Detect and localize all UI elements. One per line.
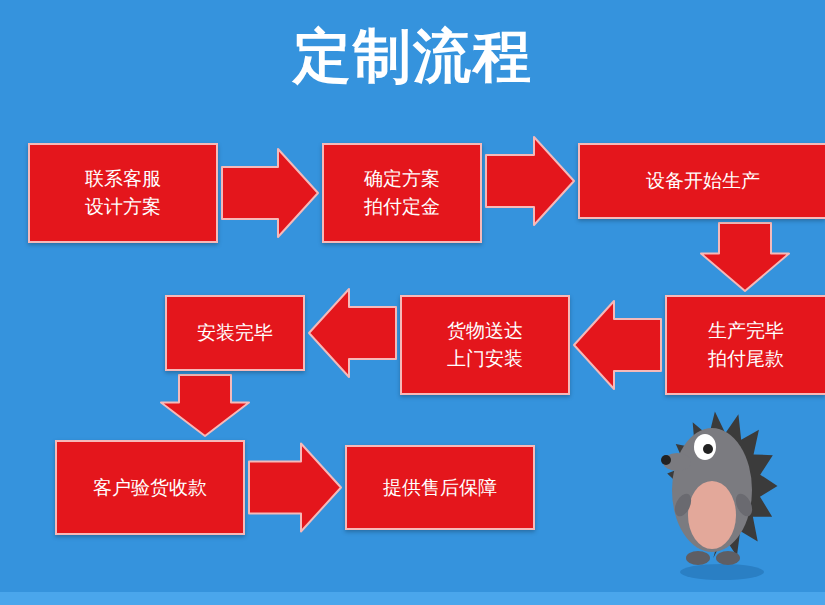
hedgehog-foot <box>686 551 710 565</box>
flow-arrow <box>486 137 574 225</box>
step-text: 联系客服 设计方案 <box>81 165 165 220</box>
step-text: 提供售后保障 <box>383 474 497 502</box>
hedgehog-arm <box>733 491 756 519</box>
flow-arrow <box>574 301 661 389</box>
diagram-title: 定制流程 <box>0 18 825 96</box>
flow-arrow <box>701 223 789 291</box>
step-text: 货物送达 上门安装 <box>443 317 527 372</box>
hedgehog-nose <box>661 455 671 465</box>
hedgehog-belly <box>688 481 736 549</box>
step-text: 设备开始生产 <box>646 167 760 195</box>
hedgehog-foot <box>716 551 740 565</box>
process-box: 联系客服 设计方案 <box>28 143 218 243</box>
hedgehog-shadow <box>680 564 764 580</box>
process-box: 货物送达 上门安装 <box>400 295 570 395</box>
step-text: 生产完毕 拍付尾款 <box>704 317 788 372</box>
flow-arrow <box>222 149 318 237</box>
hedgehog-arm <box>672 491 695 519</box>
hedgehog-eye <box>694 434 716 460</box>
hedgehog-pupil <box>703 444 713 454</box>
flow-arrow <box>161 375 249 436</box>
hedgehog-illustration <box>661 412 777 580</box>
bottom-bar <box>0 592 825 605</box>
process-box: 安装完毕 <box>165 295 305 371</box>
process-box: 提供售后保障 <box>345 445 535 530</box>
step-text: 客户验货收款 <box>93 474 207 502</box>
process-box: 设备开始生产 <box>578 143 825 219</box>
step-text: 确定方案 拍付定金 <box>360 165 444 220</box>
process-box: 确定方案 拍付定金 <box>322 143 482 243</box>
hedgehog-body <box>672 428 752 552</box>
flow-arrow <box>249 444 341 532</box>
hedgehog-spikes <box>667 412 777 558</box>
step-text: 安装完毕 <box>197 319 273 347</box>
process-box: 客户验货收款 <box>55 440 245 535</box>
process-box: 生产完毕 拍付尾款 <box>665 295 825 395</box>
flow-arrow <box>309 289 396 377</box>
